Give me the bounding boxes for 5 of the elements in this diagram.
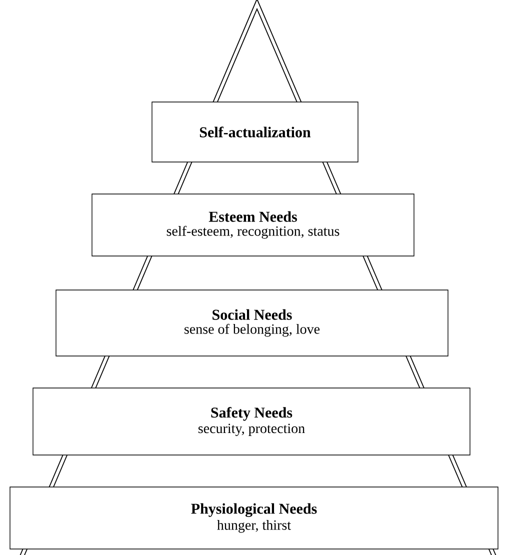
need-box: Self-actualization xyxy=(152,102,358,162)
need-box: Social Needs sense of belonging, love xyxy=(56,290,448,356)
need-box: Esteem Needs self-esteem, recognition, status xyxy=(92,194,414,256)
need-box: Safety Needs security, protection xyxy=(32,388,470,456)
need-box: Physiological Needs hunger, thirst xyxy=(10,486,498,550)
